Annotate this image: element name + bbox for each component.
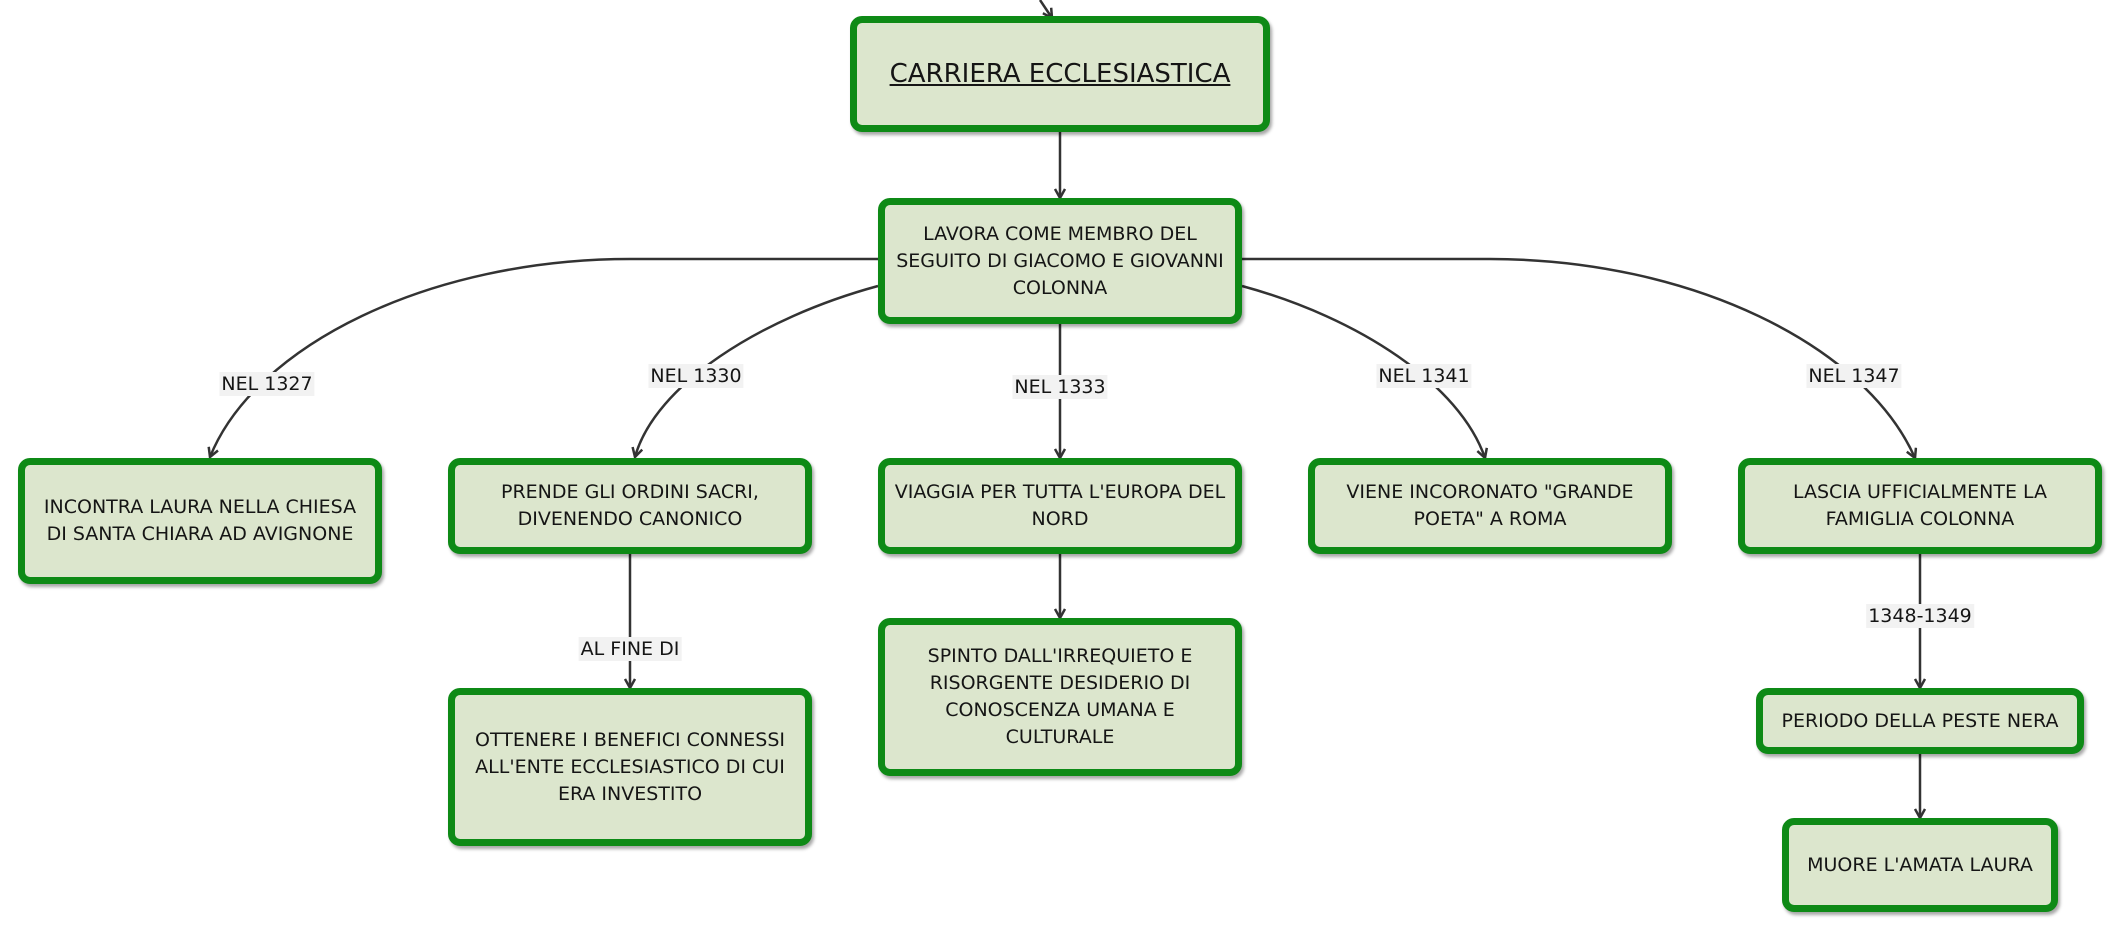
lascia-famiglia-node[interactable]: LASCIA UFFICIALMENTE LA FAMIGLIA COLONNA: [1738, 458, 2102, 554]
edge-label-al-fine-di: AL FINE DI: [578, 637, 682, 661]
edge-label-nel-1330: NEL 1330: [648, 364, 744, 388]
incontra-laura-label: INCONTRA LAURA NELLA CHIESA DI SANTA CHI…: [43, 496, 357, 545]
lavora-node[interactable]: LAVORA COME MEMBRO DEL SEGUITO DI GIACOM…: [878, 198, 1242, 324]
ottenere-benefici-label: OTTENERE I BENEFICI CONNESSI ALL'ENTE EC…: [474, 728, 786, 805]
lavora-label: LAVORA COME MEMBRO DEL SEGUITO DI GIACOM…: [896, 222, 1224, 299]
edge-label-nel-1341: NEL 1341: [1376, 364, 1472, 388]
edge-label-1348-1349: 1348-1349: [1866, 604, 1974, 628]
carriera-ecclesiastica-label: CARRIERA ECCLESIASTICA: [889, 58, 1231, 89]
muore-laura-label: MUORE L'AMATA LAURA: [1807, 853, 2033, 876]
edge-label-nel-1347: NEL 1347: [1806, 364, 1902, 388]
peste-nera-node[interactable]: PERIODO DELLA PESTE NERA: [1756, 688, 2084, 754]
prende-ordini-node[interactable]: PRENDE GLI ORDINI SACRI, DIVENENDO CANON…: [448, 458, 812, 554]
ottenere-benefici-node[interactable]: OTTENERE I BENEFICI CONNESSI ALL'ENTE EC…: [448, 688, 812, 846]
viene-incoronato-node[interactable]: VIENE INCORONATO "GRANDE POETA" A ROMA: [1308, 458, 1672, 554]
edge-label-nel-1333: NEL 1333: [1012, 375, 1108, 399]
edge-label-nel-1327: NEL 1327: [219, 372, 315, 396]
lascia-famiglia-label: LASCIA UFFICIALMENTE LA FAMIGLIA COLONNA: [1792, 481, 2048, 530]
connector-lavora-to-prende: [635, 284, 879, 457]
muore-laura-node[interactable]: MUORE L'AMATA LAURA: [1782, 818, 2058, 912]
viaggia-node[interactable]: VIAGGIA PER TUTTA L'EUROPA DEL NORD: [878, 458, 1242, 554]
spinto-label: SPINTO DALL'IRREQUIETO E RISORGENTE DESI…: [927, 645, 1193, 748]
carriera-ecclesiastica-node[interactable]: CARRIERA ECCLESIASTICA: [850, 16, 1270, 132]
viene-incoronato-label: VIENE INCORONATO "GRANDE POETA" A ROMA: [1346, 481, 1634, 530]
spinto-node[interactable]: SPINTO DALL'IRREQUIETO E RISORGENTE DESI…: [878, 618, 1242, 776]
connector-lavora-to-incontra: [210, 257, 878, 457]
incoming-connector: [1038, 0, 1052, 18]
peste-nera-label: PERIODO DELLA PESTE NERA: [1781, 709, 2059, 732]
incontra-laura-node[interactable]: INCONTRA LAURA NELLA CHIESA DI SANTA CHI…: [18, 458, 382, 584]
prende-ordini-label: PRENDE GLI ORDINI SACRI, DIVENENDO CANON…: [501, 481, 759, 530]
viaggia-label: VIAGGIA PER TUTTA L'EUROPA DEL NORD: [894, 481, 1226, 530]
connector-lavora-to-viene: [1241, 284, 1485, 458]
connector-lavora-to-lascia: [1242, 257, 1915, 458]
